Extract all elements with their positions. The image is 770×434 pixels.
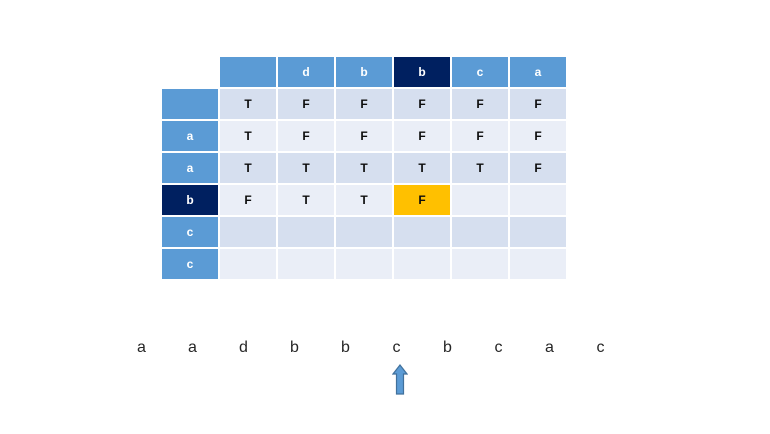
dp-cell: F [452, 89, 508, 119]
row-header-cell: c [162, 217, 218, 247]
col-header-cell: b [336, 57, 392, 87]
dp-cell [452, 185, 508, 215]
dp-cell: F [510, 89, 566, 119]
sequence-letter: d [239, 339, 248, 356]
dp-cell [336, 217, 392, 247]
dp-cell: F [452, 121, 508, 151]
dp-cell: T [278, 185, 334, 215]
dp-table: d b b c a T F F F F F a T F F F F F a T … [162, 57, 566, 279]
dp-cell [278, 249, 334, 279]
row-header-cell: c [162, 249, 218, 279]
row-header-cell: a [162, 121, 218, 151]
dp-cell: T [452, 153, 508, 183]
sequence-letter: b [341, 339, 350, 356]
dp-cell: T [336, 185, 392, 215]
row-header-cell [162, 89, 218, 119]
dp-cell: F [278, 89, 334, 119]
dp-cell [510, 249, 566, 279]
dp-cell [394, 217, 450, 247]
sequence-letter: b [443, 339, 452, 356]
sequence-letter: a [137, 339, 146, 356]
col-header-cell [220, 57, 276, 87]
dp-cell: T [220, 153, 276, 183]
dp-cell [452, 217, 508, 247]
dp-cell: F [394, 89, 450, 119]
col-header-cell: a [510, 57, 566, 87]
row-header-cell: a [162, 153, 218, 183]
table-corner [162, 57, 218, 87]
dp-cell: F [336, 121, 392, 151]
highlighted-cell: F [394, 185, 450, 215]
dp-cell [220, 249, 276, 279]
dp-cell: F [278, 121, 334, 151]
up-arrow-shape [392, 364, 408, 395]
dp-cell: T [220, 89, 276, 119]
dp-cell: F [336, 89, 392, 119]
sequence-letter: b [290, 339, 299, 356]
dp-cell: T [336, 153, 392, 183]
dp-cell [394, 249, 450, 279]
dp-cell [220, 217, 276, 247]
dp-cell: F [510, 153, 566, 183]
sequence-letter: c [494, 339, 503, 356]
sequence-letter: a [545, 339, 554, 356]
dp-cell: T [394, 153, 450, 183]
dp-cell [510, 217, 566, 247]
dp-cell: F [220, 185, 276, 215]
dp-cell: F [394, 121, 450, 151]
dp-cell: F [510, 121, 566, 151]
dp-cell [336, 249, 392, 279]
dp-cell [278, 217, 334, 247]
up-arrow-icon [392, 364, 408, 395]
dp-cell: T [220, 121, 276, 151]
sequence-letter: c [596, 339, 605, 356]
sequence-letter-current: c [392, 339, 401, 356]
col-header-cell: c [452, 57, 508, 87]
dp-cell [452, 249, 508, 279]
sequence-row: a a d b b c b c a c [116, 338, 626, 358]
dp-cell: T [278, 153, 334, 183]
sequence-letter: a [188, 339, 197, 356]
col-header-cell-highlighted: b [394, 57, 450, 87]
dp-cell [510, 185, 566, 215]
row-header-cell-highlighted: b [162, 185, 218, 215]
col-header-cell: d [278, 57, 334, 87]
